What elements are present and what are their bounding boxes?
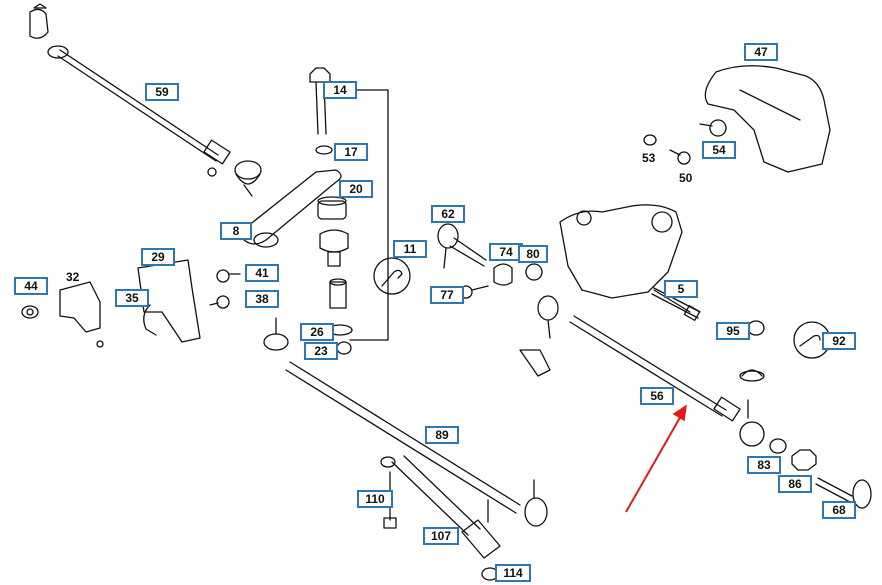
drag-link-89 — [263, 317, 548, 527]
callout-80: 80 — [518, 245, 548, 263]
callout-54: 54 — [702, 141, 736, 159]
pitman-arm-assembly — [242, 67, 411, 355]
callout-89: 89 — [425, 426, 459, 444]
callout-62: 62 — [431, 205, 465, 223]
bracket-47 — [643, 65, 831, 173]
callout-14: 14 — [323, 81, 357, 99]
steering-damper-107 — [380, 455, 501, 581]
callout-114: 114 — [495, 564, 531, 582]
callout-26: 26 — [300, 323, 334, 341]
callout-41: 41 — [245, 264, 279, 282]
label-53: 53 — [642, 151, 656, 165]
callout-23: 23 — [304, 342, 338, 360]
callout-59: 59 — [145, 83, 179, 101]
callout-38: 38 — [245, 290, 279, 308]
highlight-arrow — [625, 404, 687, 513]
tie-rod-end-62 — [437, 223, 543, 299]
callout-47: 47 — [744, 43, 778, 61]
hardware-right — [653, 289, 831, 382]
callout-8: 8 — [220, 222, 252, 240]
label-50: 50 — [679, 171, 693, 185]
callout-11: 11 — [393, 240, 427, 258]
callout-68: 68 — [822, 501, 856, 519]
callout-17: 17 — [334, 143, 368, 161]
tie-rod-59 — [29, 3, 262, 197]
callout-110: 110 — [357, 490, 393, 508]
callout-74: 74 — [489, 243, 523, 261]
callout-35: 35 — [115, 289, 149, 307]
tie-rod-56 — [569, 315, 872, 509]
callout-20: 20 — [339, 180, 373, 198]
callout-95: 95 — [716, 322, 750, 340]
callout-44: 44 — [14, 277, 48, 295]
callout-86: 86 — [778, 475, 812, 493]
steering-gearbox — [519, 204, 701, 377]
callout-107: 107 — [423, 527, 459, 545]
callout-29: 29 — [141, 248, 175, 266]
callout-77: 77 — [430, 286, 464, 304]
callout-5: 5 — [664, 280, 698, 298]
label-32: 32 — [66, 270, 80, 284]
callout-92: 92 — [822, 332, 856, 350]
callout-56: 56 — [640, 387, 674, 405]
left-bracket-group — [21, 259, 241, 348]
callout-83: 83 — [747, 456, 781, 474]
